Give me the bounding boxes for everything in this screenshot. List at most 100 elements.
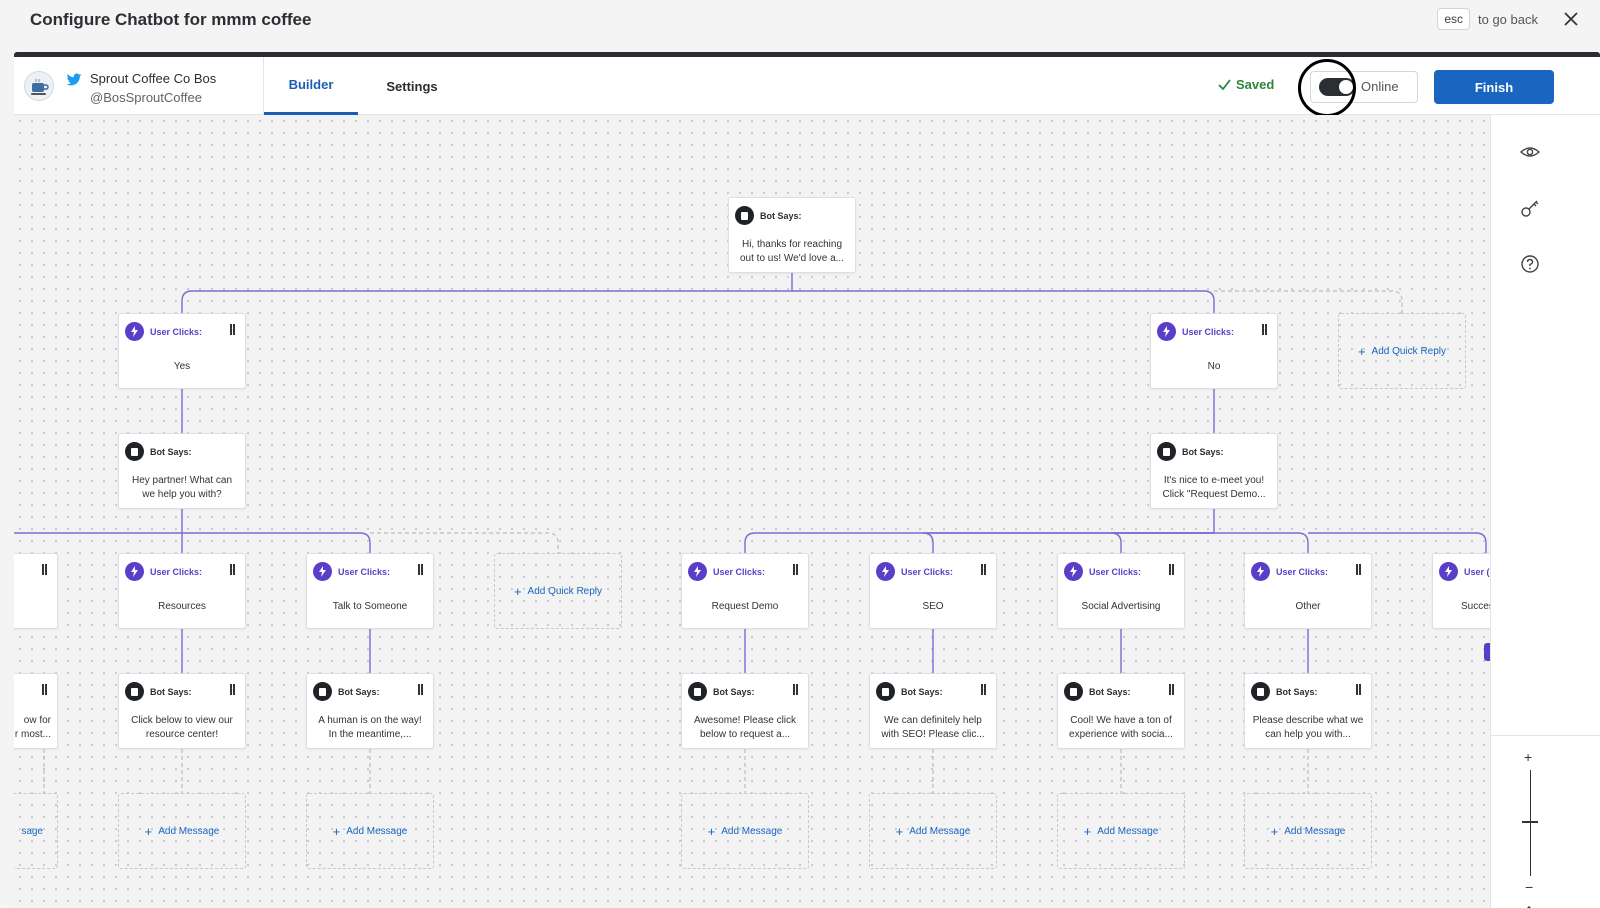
- bot-icon: [876, 682, 895, 701]
- user-clicks-node-resources[interactable]: User Clicks: Resources: [118, 553, 246, 629]
- add-quick-reply-button[interactable]: +Add Quick Reply: [494, 553, 622, 629]
- key-icon[interactable]: [1519, 197, 1541, 219]
- modal-header: Configure Chatbot for mmm coffee esc to …: [0, 0, 1600, 50]
- add-message-button[interactable]: +Add Message: [118, 793, 246, 869]
- finish-button[interactable]: Finish: [1434, 70, 1554, 104]
- drag-handle-icon[interactable]: [1169, 564, 1174, 575]
- bot-says-node-social[interactable]: Bot Says: Cool! We have a ton of experie…: [1057, 673, 1185, 749]
- esc-hint: esc to go back: [1437, 8, 1538, 30]
- drag-handle-icon[interactable]: [42, 564, 47, 575]
- node-text: Resources: [158, 601, 206, 612]
- bot-icon: [125, 682, 144, 701]
- add-message-button[interactable]: +Add Message: [1057, 793, 1185, 869]
- modal-title: Configure Chatbot for mmm coffee: [30, 10, 312, 29]
- bot-says-node-yes[interactable]: Bot Says: Hey partner! What can we help …: [118, 433, 246, 509]
- add-message-button[interactable]: +Add Message: [681, 793, 809, 869]
- node-text: Awesome! Please click below to request a…: [693, 715, 797, 740]
- node-text: Other: [1295, 601, 1321, 612]
- node-text: Please describe what we can help you wit…: [1252, 715, 1364, 740]
- node-type-label: User Clicks:: [150, 326, 203, 337]
- lightning-icon: [125, 562, 144, 581]
- add-message-button[interactable]: +Add Message: [1244, 793, 1372, 869]
- add-quick-reply-button[interactable]: +Add Quick Reply: [1338, 313, 1466, 389]
- node-type-label: User Clicks:: [713, 566, 766, 577]
- help-icon[interactable]: [1519, 253, 1541, 275]
- user-clicks-node-request-demo[interactable]: User Clicks: Request Demo: [681, 553, 809, 629]
- bot-says-node-request-demo[interactable]: Bot Says: Awesome! Please click below to…: [681, 673, 809, 749]
- drag-handle-icon[interactable]: [230, 684, 235, 695]
- node-text: Click below to view our resource center!: [131, 715, 233, 740]
- drag-handle-icon[interactable]: [793, 684, 798, 695]
- user-clicks-node-partial-left[interactable]: [14, 553, 58, 629]
- plus-icon: +: [707, 823, 716, 839]
- bot-icon: [125, 442, 144, 461]
- node-text: We can definitely help with SEO! Please …: [881, 715, 985, 740]
- drag-handle-icon[interactable]: [1356, 564, 1361, 575]
- esc-key[interactable]: esc: [1437, 8, 1470, 30]
- plus-icon: +: [895, 823, 904, 839]
- drag-handle-icon[interactable]: [1262, 324, 1267, 335]
- user-clicks-node-no[interactable]: User Clicks: No: [1150, 313, 1278, 389]
- drag-handle-icon[interactable]: [418, 684, 423, 695]
- node-text: No: [1207, 361, 1221, 372]
- bot-icon: [1064, 682, 1083, 701]
- tab-builder[interactable]: Builder: [264, 57, 358, 115]
- avatar: [24, 71, 54, 101]
- lightning-icon: [313, 562, 332, 581]
- account-handle: @BosSproutCoffee: [90, 90, 202, 105]
- add-message-button[interactable]: +Add Message: [869, 793, 997, 869]
- zoom-slider-track[interactable]: [1530, 770, 1531, 876]
- close-icon[interactable]: [1560, 8, 1582, 30]
- zoom-slider-handle[interactable]: [1522, 821, 1538, 823]
- zoom-out-button[interactable]: −: [1525, 879, 1534, 895]
- plus-icon: +: [1083, 823, 1092, 839]
- add-message-label: Add Message: [158, 825, 220, 837]
- drag-handle-icon[interactable]: [793, 564, 798, 575]
- add-message-button-partial[interactable]: sage: [14, 793, 58, 869]
- zoom-in-button[interactable]: +: [1524, 749, 1533, 765]
- account-profile: Sprout Coffee Co Bos @BosSproutCoffee: [14, 57, 264, 115]
- drag-handle-icon[interactable]: [981, 684, 986, 695]
- drag-handle-icon[interactable]: [230, 324, 235, 335]
- drag-handle-icon[interactable]: [42, 684, 47, 695]
- node-text: SEO: [922, 601, 944, 612]
- node-type-label: User (: [1464, 566, 1490, 577]
- user-clicks-node-talk[interactable]: User Clicks: Talk to Someone: [306, 553, 434, 629]
- twitter-bird-icon: [66, 73, 82, 86]
- user-clicks-node-seo[interactable]: User Clicks: SEO: [869, 553, 997, 629]
- saved-status: Saved: [1218, 77, 1274, 92]
- bot-says-node-root[interactable]: Bot Says: Hi, thanks for reaching out to…: [728, 197, 856, 273]
- bot-says-node-talk[interactable]: Bot Says: A human is on the way! In the …: [306, 673, 434, 749]
- bot-icon: [1251, 682, 1270, 701]
- drag-handle-icon[interactable]: [230, 564, 235, 575]
- bot-says-node-seo[interactable]: Bot Says: We can definitely help with SE…: [869, 673, 997, 749]
- node-text: Cool! We have a ton of experience with s…: [1069, 715, 1173, 740]
- tab-settings[interactable]: Settings: [386, 78, 438, 94]
- add-message-label: Add Message: [346, 825, 408, 837]
- bot-says-node-partial-left[interactable]: ow for r most...: [14, 673, 58, 749]
- drag-handle-icon[interactable]: [1356, 684, 1361, 695]
- drag-handle-icon[interactable]: [1169, 684, 1174, 695]
- user-clicks-node-other[interactable]: User Clicks: Other: [1244, 553, 1372, 629]
- node-text: It's nice to e-meet you! Click "Request …: [1162, 475, 1266, 500]
- lightning-icon: [1439, 562, 1458, 581]
- bot-says-node-resources[interactable]: Bot Says: Click below to view our resour…: [118, 673, 246, 749]
- checkmark-icon: [1218, 79, 1231, 90]
- user-clicks-node-social[interactable]: User Clicks: Social Advertising: [1057, 553, 1185, 629]
- node-type-label: User Clicks:: [338, 566, 391, 577]
- drag-handle-icon[interactable]: [981, 564, 986, 575]
- user-clicks-node-yes[interactable]: User Clicks: Yes: [118, 313, 246, 389]
- node-type-label: User Clicks:: [1182, 326, 1235, 337]
- plus-icon: +: [513, 583, 522, 599]
- node-type-label: Bot Says:: [1182, 446, 1224, 457]
- pan-up-icon[interactable]: [1523, 905, 1535, 908]
- user-clicks-node-success-partial[interactable]: User ( Succes: [1432, 553, 1490, 629]
- add-message-button[interactable]: +Add Message: [306, 793, 434, 869]
- node-type-label: Bot Says:: [1276, 686, 1318, 697]
- bot-says-node-no[interactable]: Bot Says: It's nice to e-meet you! Click…: [1150, 433, 1278, 509]
- drag-handle-icon[interactable]: [418, 564, 423, 575]
- node-type-label: User Clicks:: [1276, 566, 1329, 577]
- bot-says-node-other[interactable]: Bot Says: Please describe what we can he…: [1244, 673, 1372, 749]
- eye-preview-icon[interactable]: [1519, 141, 1541, 163]
- flow-canvas[interactable]: Bot Says: Hi, thanks for reaching out to…: [14, 115, 1490, 908]
